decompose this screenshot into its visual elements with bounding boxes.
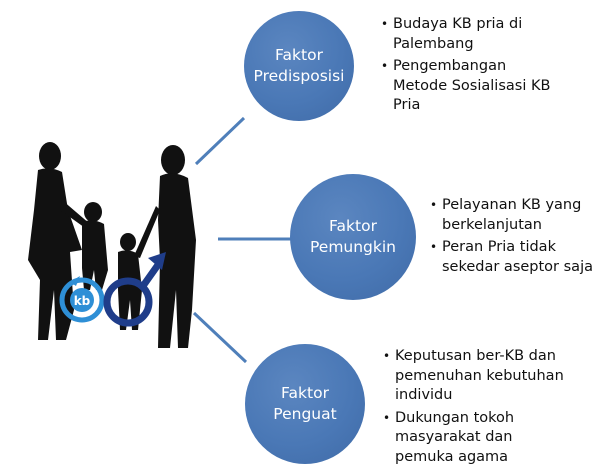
list-item: Pelayanan KB yang berkelanjutan xyxy=(430,196,606,235)
factor-circle-pemungkin: Faktor Pemungkin xyxy=(290,174,416,300)
factor-circle-penguat: Faktor Penguat xyxy=(245,344,365,464)
factor-list-penguat: Keputusan ber-KB dan pemenuhan kebutuhan… xyxy=(383,347,603,470)
connector-penguat xyxy=(192,311,248,364)
list-item: Budaya KB pria di Palembang xyxy=(381,15,601,54)
factor-title-line2: Penguat xyxy=(273,405,337,423)
factor-title-line2: Pemungkin xyxy=(309,238,397,256)
list-item: Peran Pria tidak sekedar aseptor saja xyxy=(430,238,606,277)
list-item: Pengembangan Metode Sosialisasi KB Pria xyxy=(381,57,601,116)
factor-title-line1: Faktor xyxy=(329,217,377,235)
factor-list-pemungkin: Pelayanan KB yang berkelanjutan Peran Pr… xyxy=(430,196,606,280)
factor-circle-predisposisi: Faktor Predisposisi xyxy=(244,11,354,121)
kb-logo-text: kb xyxy=(74,294,91,308)
factor-list-predisposisi: Budaya KB pria di Palembang Pengembangan… xyxy=(381,15,601,119)
factor-title-line2: Predisposisi xyxy=(253,67,345,85)
factor-title-line1: Faktor xyxy=(281,384,329,402)
factor-title-line1: Faktor xyxy=(275,46,323,64)
list-item: Keputusan ber-KB dan pemenuhan kebutuhan… xyxy=(383,347,603,406)
list-item: Dukungan tokoh masyarakat dan pemuka aga… xyxy=(383,409,603,468)
family-silhouette-icon xyxy=(28,142,196,348)
family-silhouette-illustration: kb xyxy=(28,142,196,348)
kb-logo-icon xyxy=(59,252,166,327)
connector-predisposisi xyxy=(194,116,246,166)
